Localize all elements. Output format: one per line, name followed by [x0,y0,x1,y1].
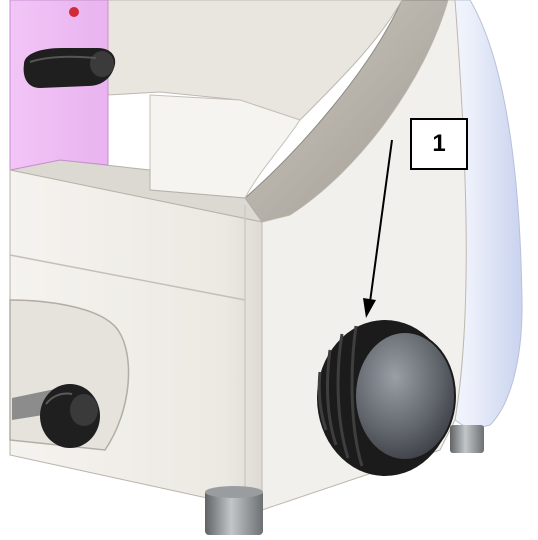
seam-line-top [9,254,246,301]
lower-small-knob [12,384,100,448]
upper-clamp-handle [23,48,116,88]
indicator-light [69,7,79,17]
callout-arrow [363,139,393,318]
foot-front [205,486,263,535]
adjustment-knob [317,320,456,476]
callout-box: 1 [410,118,468,170]
foot-rear [450,425,484,453]
callout-label: 1 [432,130,446,157]
